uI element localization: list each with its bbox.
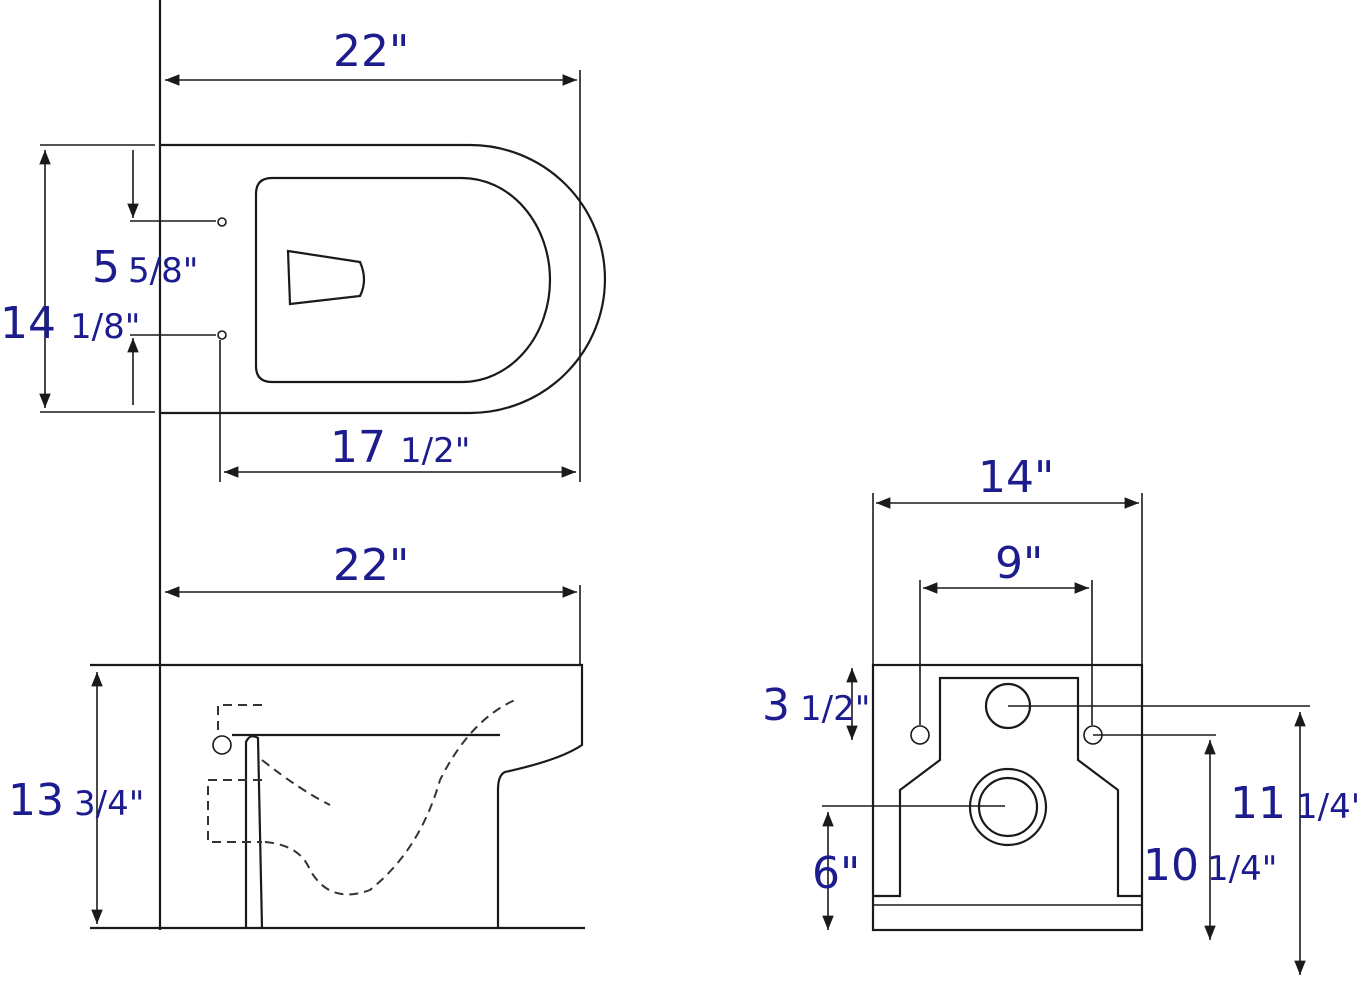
top-length-label: 22" <box>333 26 409 77</box>
rear-width-label: 14" <box>978 452 1054 503</box>
hidden-inlet <box>217 704 262 730</box>
svg-text:55/8": 55/8" <box>92 242 198 293</box>
hole-to-front-label: 17 <box>330 422 386 473</box>
outlet-outline <box>286 249 366 306</box>
width-label: 14 <box>0 298 56 349</box>
rear-outline <box>871 663 1144 932</box>
top-offset-label: 3 <box>762 680 790 731</box>
hidden-trapway <box>261 699 516 896</box>
hole-spacing-label: 5 <box>92 242 120 293</box>
bolt-spacing-label: 9" <box>995 538 1043 589</box>
inlet-height-label: 11 <box>1230 778 1286 829</box>
rear-cavity <box>873 676 1142 898</box>
svg-text:31/2": 31/2" <box>762 680 870 731</box>
svg-text:133/4": 133/4" <box>8 775 144 826</box>
mount-hole <box>217 217 227 227</box>
outlet-hole <box>968 767 1048 847</box>
svg-text:111/4": 111/4" <box>1230 778 1360 829</box>
bolt-height-label: 10 <box>1143 840 1199 891</box>
side-length-label: 22" <box>333 540 409 591</box>
outlet-height-label: 6" <box>812 848 860 899</box>
seat-outline <box>254 176 552 384</box>
mount-hole <box>217 330 227 340</box>
svg-text:141/8": 141/8" <box>0 298 140 349</box>
body-outline <box>90 663 584 928</box>
hidden-outlet <box>207 779 262 843</box>
trap-pipe <box>244 735 264 929</box>
bowl-outline <box>160 143 607 415</box>
svg-text:101/4": 101/4" <box>1143 840 1277 891</box>
bolt-hole <box>910 725 930 745</box>
height-label: 13 <box>8 775 64 826</box>
svg-text:171/2": 171/2" <box>330 422 470 473</box>
